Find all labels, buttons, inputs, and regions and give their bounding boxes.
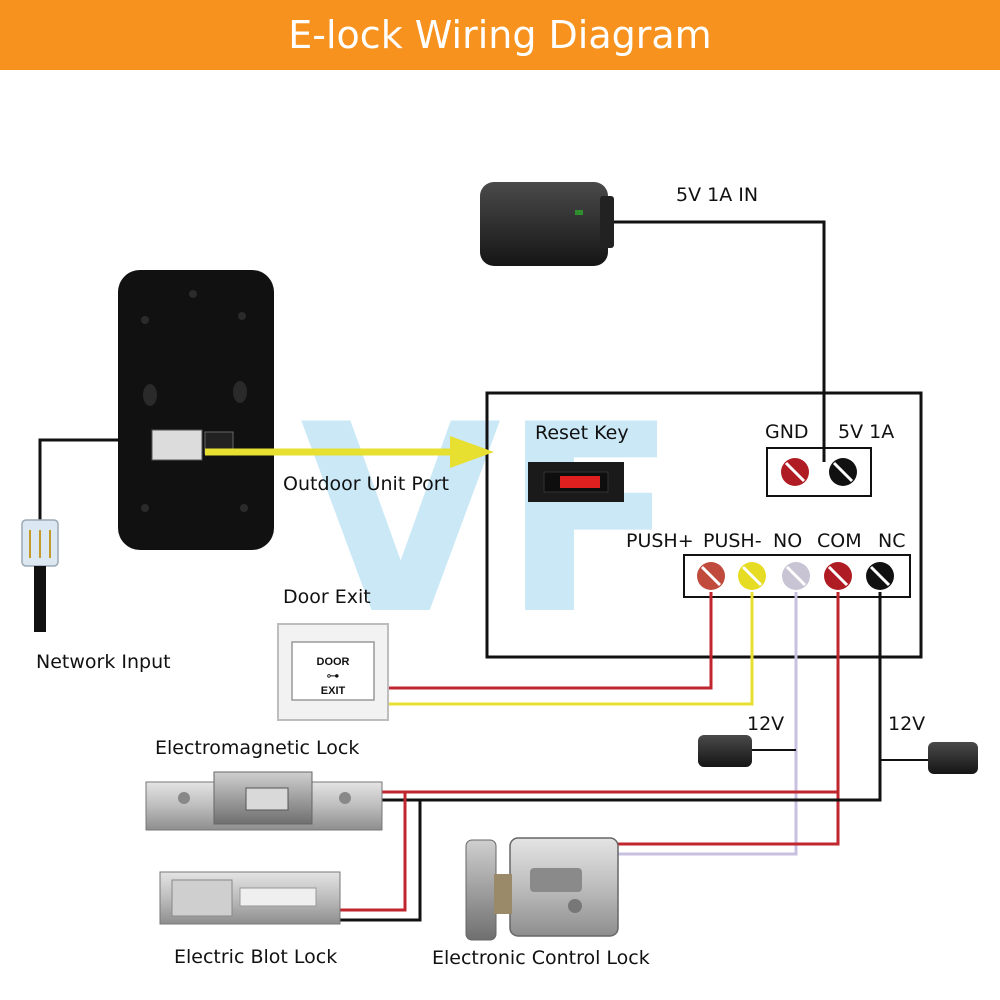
psu-12v-right-label: 12V xyxy=(888,713,926,735)
power-terminal-block xyxy=(766,447,872,497)
connector-port xyxy=(151,429,203,461)
outdoor-port-label: Outdoor Unit Port xyxy=(283,473,449,495)
port-arrow xyxy=(205,436,494,468)
terminal-label-com: COM xyxy=(817,530,862,552)
watermark-logo: VF xyxy=(300,370,679,672)
psu-12v-right xyxy=(928,742,978,774)
exit-button-bottom-text: EXIT xyxy=(321,685,346,697)
com-terminal-screw xyxy=(824,562,852,590)
power-input-wire xyxy=(614,220,826,462)
watermark-text: VF xyxy=(300,370,679,672)
electromagnetic-lock xyxy=(145,771,383,831)
terminal-label-push-plus: PUSH+ xyxy=(626,530,694,552)
power-input-label: 5V 1A IN xyxy=(676,184,759,206)
power-adapter-led xyxy=(575,210,583,215)
no-wire xyxy=(618,592,798,856)
psu-12v-left-label: 12V xyxy=(747,713,785,735)
title-banner: E-lock Wiring Diagram xyxy=(0,0,1000,70)
electric-blot-lock xyxy=(159,871,341,925)
power-adapter xyxy=(480,182,614,266)
page-title: E-lock Wiring Diagram xyxy=(288,13,712,57)
reset-key xyxy=(528,462,624,502)
screw-hole-left xyxy=(141,316,149,324)
terminal-label-push-minus: PUSH- xyxy=(703,530,762,552)
terminal-label-nc: NC xyxy=(878,530,906,552)
terminal-label-no: NO xyxy=(773,530,803,552)
reset-key-button xyxy=(560,476,600,488)
push-minus-wire xyxy=(387,592,754,706)
5v-1a-label: 5V 1A xyxy=(838,421,895,443)
relay-terminal-block xyxy=(683,554,911,598)
electromagnetic-lock-label: Electromagnetic Lock xyxy=(155,737,360,759)
exit-button-top-text: DOOR xyxy=(317,656,350,668)
electric-blot-lock-label: Electric Blot Lock xyxy=(174,946,338,968)
power-adapter-body xyxy=(480,182,608,266)
psu-12v-left xyxy=(698,735,752,767)
screw-hole-bottom-right xyxy=(240,504,248,512)
electronic-control-lock xyxy=(465,837,619,941)
door-exit-label: Door Exit xyxy=(283,586,371,608)
nc-terminal-screw xyxy=(866,562,894,590)
blot-lock-red-wire xyxy=(340,792,407,912)
blot-lock-black-wire xyxy=(340,800,422,922)
mount-hole-left xyxy=(143,384,157,406)
exit-button-key-icon: ⊶ xyxy=(327,668,340,683)
no-terminal-screw xyxy=(782,562,810,590)
gnd-terminal-screw xyxy=(781,458,809,486)
card-reader-unit xyxy=(118,270,274,550)
push-plus-terminal-screw xyxy=(697,562,725,590)
rj45-plug xyxy=(21,519,59,632)
gnd-label: GND xyxy=(765,421,809,443)
mount-hole-right xyxy=(233,381,247,403)
electronic-control-lock-label: Electronic Control Lock xyxy=(432,947,650,969)
power-adapter-plug xyxy=(600,196,614,248)
door-exit-button: DOOR ⊶ EXIT xyxy=(277,623,389,721)
nc-wire xyxy=(380,592,882,802)
controller-box xyxy=(485,391,923,659)
push-minus-terminal-screw xyxy=(738,562,766,590)
com-wire xyxy=(618,592,840,846)
push-plus-wire xyxy=(387,592,713,690)
reset-key-label: Reset Key xyxy=(535,422,629,444)
network-input-label: Network Input xyxy=(36,651,171,673)
5v-terminal-screw xyxy=(829,458,857,486)
screw-hole-bottom-left xyxy=(141,504,149,512)
screw-hole-right xyxy=(238,312,246,320)
screw-hole-top xyxy=(189,290,197,298)
